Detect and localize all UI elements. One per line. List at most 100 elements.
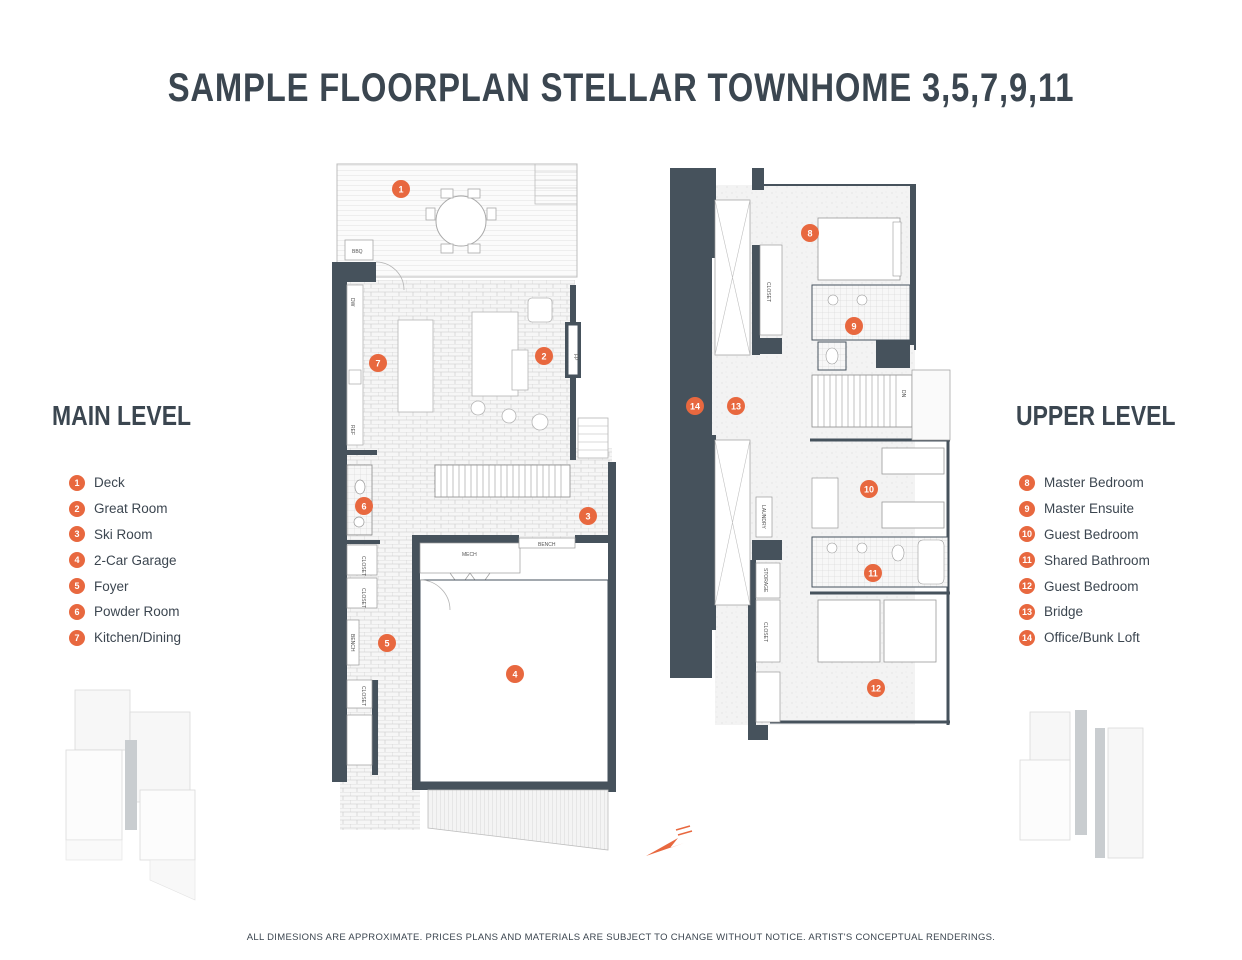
page-title: SAMPLE FLOORPLAN STELLAR TOWNHOME 3,5,7,… <box>167 66 1075 110</box>
patio-chairs <box>425 188 497 254</box>
room-marker-11: 11 <box>864 564 882 582</box>
room-marker-14: 14 <box>686 397 704 415</box>
fireplace-label: FP <box>572 354 578 361</box>
svg-text:3: 3 <box>585 512 590 522</box>
room-marker-5: 5 <box>378 634 396 652</box>
room-number-badge: 12 <box>1019 578 1035 595</box>
legend-label: 2-Car Garage <box>94 552 177 568</box>
room-number-badge: 11 <box>1019 552 1035 569</box>
armchair <box>527 297 553 323</box>
svg-text:12: 12 <box>871 684 881 694</box>
legend-label: Deck <box>94 475 125 491</box>
svg-text:10: 10 <box>864 485 874 495</box>
laundry-label: LAUNDRY <box>760 505 766 529</box>
closet-label: CLOSET <box>360 588 366 608</box>
upper-stairs <box>811 374 913 428</box>
svg-text:5: 5 <box>384 639 389 649</box>
room-marker-8: 8 <box>801 224 819 242</box>
svg-text:4: 4 <box>512 670 517 680</box>
svg-text:14: 14 <box>690 402 700 412</box>
room-number-badge: 8 <box>1019 474 1035 491</box>
room-number-badge: 14 <box>1019 629 1035 646</box>
guest-bed-d <box>883 599 937 663</box>
room-marker-12: 12 <box>867 679 885 697</box>
guest-bed-a <box>881 447 945 475</box>
coffee-table <box>511 349 529 391</box>
driveway <box>427 789 609 851</box>
legend-item-guest-bedroom-10: 10 Guest Bedroom <box>1019 522 1150 548</box>
deck-steps <box>534 163 578 205</box>
upper-level-heading: UPPER LEVEL <box>1016 400 1176 431</box>
legend-label: Ski Room <box>94 526 153 542</box>
closet-label: CLOSET <box>360 686 366 706</box>
kitchen-counter <box>346 284 364 446</box>
dishwasher-label: DW <box>349 298 355 307</box>
room-marker-7: 7 <box>369 354 387 372</box>
upper-level-key-plan <box>1019 710 1144 859</box>
room-number-badge: 4 <box>69 552 85 569</box>
legend-item-kitchen-dining: 7 Kitchen/Dining <box>69 625 181 651</box>
room-number-badge: 10 <box>1019 526 1035 543</box>
legend-label: Great Room <box>94 501 168 517</box>
svg-text:13: 13 <box>731 402 741 412</box>
legend-label: Foyer <box>94 578 129 594</box>
legend-item-great-room: 2 Great Room <box>69 496 181 522</box>
mech-label: MECH <box>462 552 477 558</box>
legend-label: Office/Bunk Loft <box>1044 630 1140 646</box>
upper-level-plan: CLOSET CLOSET LAUNDRY STORAGE DN <box>670 168 951 740</box>
storage-label: STORAGE <box>762 568 768 593</box>
legend-item-garage: 4 2-Car Garage <box>69 547 181 573</box>
main-level-plan: BBQ FP DW REF <box>332 163 616 851</box>
legend-label: Master Bedroom <box>1044 475 1144 491</box>
legend-label: Shared Bathroom <box>1044 552 1150 568</box>
svg-text:11: 11 <box>868 569 878 579</box>
room-marker-9: 9 <box>845 317 863 335</box>
room-number-badge: 1 <box>69 474 85 491</box>
legend-item-powder-room: 6 Powder Room <box>69 599 181 625</box>
legend-label: Guest Bedroom <box>1044 526 1139 542</box>
room-marker-2: 2 <box>535 347 553 365</box>
legend-label: Bridge <box>1044 604 1084 620</box>
legend-label: Powder Room <box>94 604 180 620</box>
legend-item-master-ensuite: 9 Master Ensuite <box>1019 496 1150 522</box>
legend-item-ski-room: 3 Ski Room <box>69 522 181 548</box>
closet-label: CLOSET <box>765 282 771 302</box>
sofa <box>471 311 519 397</box>
room-number-badge: 9 <box>1019 500 1035 517</box>
bbq-label: BBQ <box>352 249 363 255</box>
bench-label: BENCH <box>349 634 355 652</box>
legend-label: Guest Bedroom <box>1044 578 1139 594</box>
svg-text:6: 6 <box>361 502 366 512</box>
room-number-badge: 3 <box>69 526 85 543</box>
master-ensuite <box>811 284 911 341</box>
room-number-badge: 2 <box>69 500 85 517</box>
main-level-heading: MAIN LEVEL <box>52 400 192 431</box>
legend-label: Kitchen/Dining <box>94 630 182 646</box>
stairs-down-label: DN <box>900 390 906 398</box>
kitchen-island <box>397 319 434 413</box>
guest-bed-c <box>817 599 881 663</box>
exterior-wall <box>670 168 712 678</box>
bench-label: BENCH <box>538 542 556 548</box>
closet-label: CLOSET <box>360 556 366 576</box>
bbq <box>344 239 374 261</box>
room-number-badge: 6 <box>69 603 85 620</box>
room-marker-1: 1 <box>392 180 410 198</box>
room-marker-4: 4 <box>506 665 524 683</box>
room-number-badge: 7 <box>69 629 85 646</box>
legend-label: Master Ensuite <box>1044 501 1135 517</box>
guest-bed-b <box>881 501 945 529</box>
svg-text:9: 9 <box>851 322 856 332</box>
legend-item-foyer: 5 Foyer <box>69 573 181 599</box>
main-level-legend: 1 Deck 2 Great Room 3 Ski Room 4 2-Car Garag… <box>69 470 181 651</box>
main-level-key-plan <box>65 689 196 901</box>
room-marker-10: 10 <box>860 480 878 498</box>
svg-text:1: 1 <box>398 185 403 195</box>
room-number-badge: 5 <box>69 578 85 595</box>
room-marker-13: 13 <box>727 397 745 415</box>
patio-table <box>435 195 487 247</box>
legend-item-office-bunk-loft: 14 Office/Bunk Loft <box>1019 625 1150 651</box>
